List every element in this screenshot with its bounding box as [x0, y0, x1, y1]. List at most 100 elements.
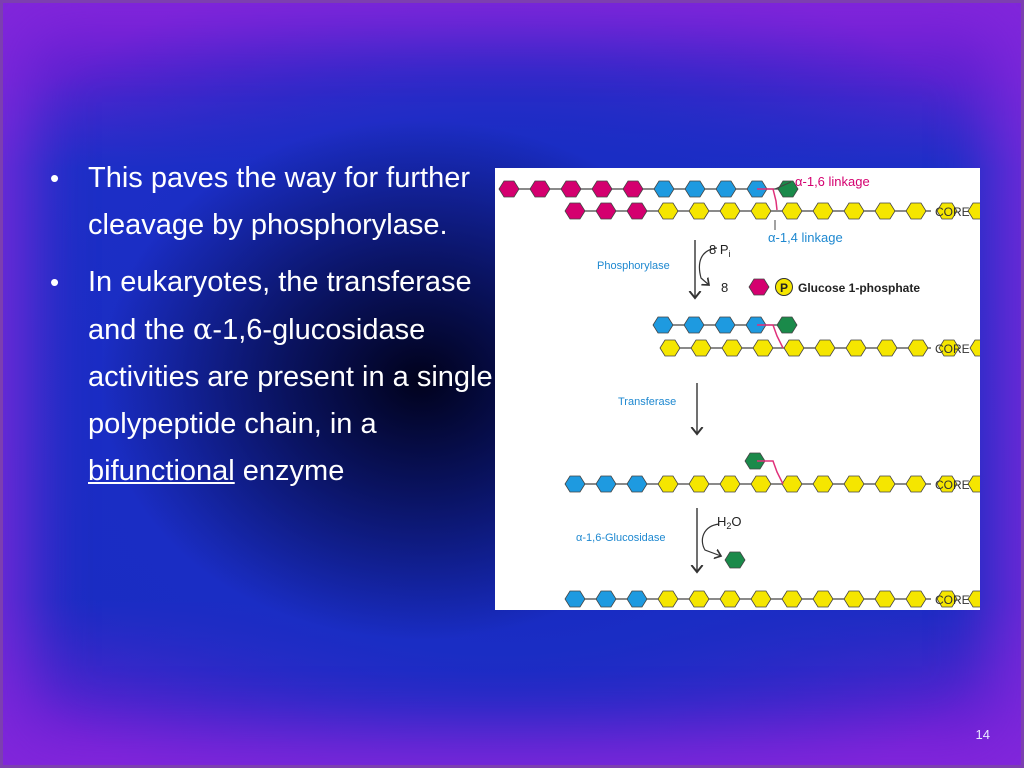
- glucose-residue: [936, 202, 958, 220]
- glucose-residue: [752, 339, 774, 357]
- phosphorylase-label: Phosphorylase: [597, 260, 670, 272]
- core-label: CORE: [935, 342, 970, 356]
- glucose-residue: [721, 339, 743, 357]
- glucose-residue: [874, 475, 896, 493]
- glucose-residue: [564, 475, 586, 493]
- glucose-residue: [595, 475, 617, 493]
- glucose-residue: [745, 316, 767, 334]
- glucose-residue: [843, 590, 865, 608]
- glucose-residue: [967, 475, 980, 493]
- glucose-residue: [595, 590, 617, 608]
- glucose-residue: [814, 339, 836, 357]
- water-label: H2O: [717, 514, 742, 531]
- glucose-residue: [967, 590, 980, 608]
- free-glucose-hexagon: [724, 551, 746, 569]
- alpha16-link-mid: [757, 324, 784, 349]
- product-count: 8: [721, 280, 728, 295]
- glucose-residue: [781, 590, 803, 608]
- glucose-residue: [595, 202, 617, 220]
- bullet-list: • This paves the way for further cleavag…: [48, 155, 493, 505]
- glucose-residue: [564, 590, 586, 608]
- glucose-residue: [905, 590, 927, 608]
- bullet-dot: •: [50, 267, 60, 297]
- glucose-residue: [715, 180, 737, 198]
- bullet-text-part: In eukaryotes, the transferase and the: [88, 266, 472, 346]
- glucose-residue: [657, 475, 679, 493]
- glucose-residue: [564, 202, 586, 220]
- glucose-residue: [781, 202, 803, 220]
- glucose-residue: [938, 339, 960, 357]
- debranching-diagram: α-1,6 linkage α-1,4 linkage CORE CORE CO…: [498, 174, 980, 608]
- glucose-residue: [719, 590, 741, 608]
- glucose-residue: [498, 180, 520, 198]
- glucose-residue: [812, 475, 834, 493]
- glucose-residue: [622, 180, 644, 198]
- glucose-residue: [684, 180, 706, 198]
- phosphate-circle: [775, 278, 793, 296]
- alpha16-link-top: [757, 188, 778, 211]
- pi-count: 8 P: [709, 242, 729, 257]
- core-label: CORE: [935, 205, 970, 219]
- glucose-residue: [936, 475, 958, 493]
- page-number: 14: [975, 727, 990, 742]
- glucose-residue: [688, 202, 710, 220]
- alpha14-linkage-label: α-1,4 linkage: [768, 230, 843, 245]
- bullet-dot: •: [50, 163, 60, 193]
- glucosidase-label: α-1,6-Glucosidase: [576, 532, 666, 544]
- glucose-residue: [626, 202, 648, 220]
- glucose-residue: [750, 590, 772, 608]
- glucose-residue: [688, 590, 710, 608]
- glucose-residue: [874, 202, 896, 220]
- glucose-residue: [714, 316, 736, 334]
- bullet-item: • This paves the way for further cleavag…: [48, 155, 493, 249]
- pi-subscript: i: [729, 249, 731, 259]
- glucose-residue: [659, 339, 681, 357]
- water-h: H: [717, 514, 726, 529]
- core-label: CORE: [935, 478, 970, 492]
- bullet-text-part: enzyme: [234, 455, 345, 487]
- alpha16-pointer: [774, 181, 792, 190]
- alpha16-link-low: [757, 460, 784, 485]
- glucose-hexagon: [748, 278, 770, 296]
- bullet-text-part: -1,6-glucosidase activities are present …: [88, 314, 493, 440]
- water-o: O: [731, 514, 741, 529]
- glucose-1-phosphate-label: Glucose 1-phosphate: [798, 281, 920, 295]
- glucose-residue: [781, 475, 803, 493]
- glucose-residue: [967, 202, 980, 220]
- glucose-residue: [874, 590, 896, 608]
- glucose-residue: [969, 339, 980, 357]
- glucose-residue: [744, 452, 766, 470]
- glucose-residue: [529, 180, 551, 198]
- bifunctional-term: bifunctional: [88, 455, 235, 487]
- glucose-residue: [843, 202, 865, 220]
- glucose-residue: [653, 180, 675, 198]
- glucose-residue: [845, 339, 867, 357]
- glucose-residue: [657, 202, 679, 220]
- glucose-residue: [657, 590, 679, 608]
- glucose-residue: [876, 339, 898, 357]
- bullet-item: • In eukaryotes, the transferase and the…: [48, 259, 493, 495]
- glucose-residue: [690, 339, 712, 357]
- water-subscript: 2: [726, 521, 731, 531]
- glucose-residue: [683, 316, 705, 334]
- glucose-residue: [843, 475, 865, 493]
- pi-count-label: 8 Pi: [709, 242, 731, 259]
- glucose-residue: [626, 590, 648, 608]
- glucose-residue: [905, 202, 927, 220]
- transferase-label: Transferase: [618, 396, 676, 408]
- glucose-residue: [591, 180, 613, 198]
- bullet-text: This paves the way for further cleavage …: [88, 162, 470, 241]
- glycogen-debranching-figure: α-1,6 linkage α-1,4 linkage CORE CORE CO…: [495, 168, 980, 610]
- glucose-residue: [652, 316, 674, 334]
- glucose-residue: [905, 475, 927, 493]
- glucose-residue: [750, 475, 772, 493]
- glucose-residue: [750, 202, 772, 220]
- alpha16-linkage-label: α-1,6 linkage: [795, 174, 870, 189]
- glucose-residue: [688, 475, 710, 493]
- core-label: CORE: [935, 593, 970, 607]
- glucose-residue: [812, 590, 834, 608]
- glucose-residue: [719, 475, 741, 493]
- water-curve-arrow: [701, 523, 721, 556]
- glucose-residue: [936, 590, 958, 608]
- glucose-residue: [776, 316, 798, 334]
